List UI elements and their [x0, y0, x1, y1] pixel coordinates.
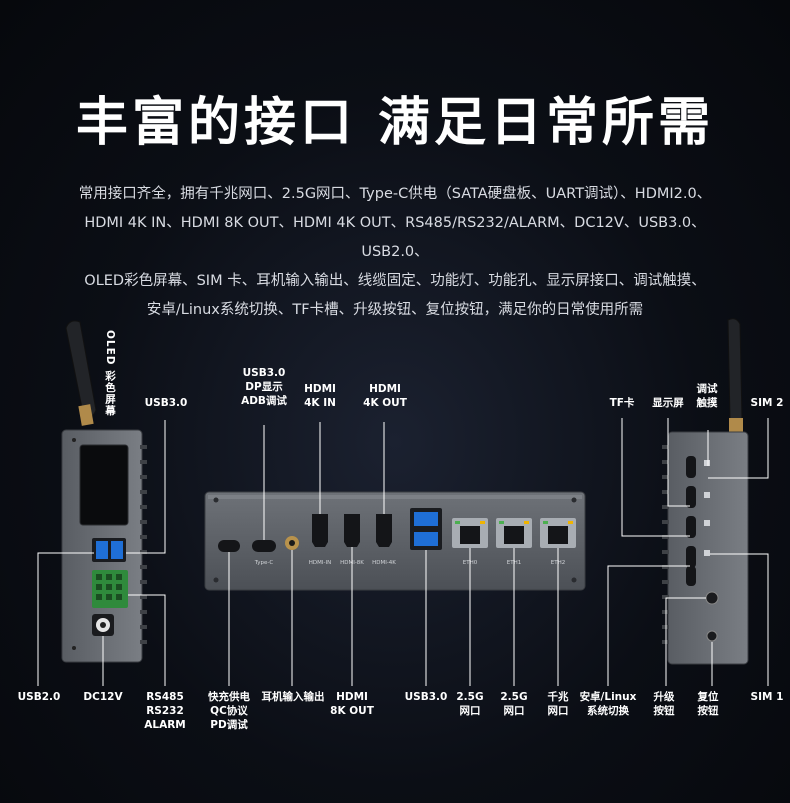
label-hdmi-8k: HDMI 8K OUT	[330, 691, 374, 717]
hdmi-4k-out-port	[376, 514, 392, 547]
label-sim1: SIM 1	[750, 691, 784, 703]
power-button	[218, 540, 240, 552]
label-typec: USB3.0 DP显示 ADB调试	[241, 367, 287, 407]
description-line: 常用接口齐全，拥有千兆网口、2.5G网口、Type-C供电（SATA硬盘板、UA…	[78, 186, 712, 202]
description-line: HDMI 4K IN、HDMI 8K OUT、HDMI 4K OUT、RS485…	[84, 215, 706, 260]
label-sim2: SIM 2	[750, 397, 784, 409]
antenna-left	[65, 320, 97, 419]
upgrade-button	[705, 591, 719, 605]
right-side-device	[662, 318, 749, 665]
label-hdmi-4k-out: HDMI 4K OUT	[363, 383, 407, 409]
label-lan-gbe: 千兆 网口	[547, 691, 569, 717]
typec-port	[252, 540, 276, 552]
front-chassis	[204, 491, 586, 591]
label-usb20: USB2.0	[17, 691, 61, 703]
label-rs485: RS485 RS232 ALARM	[144, 691, 186, 731]
description-line: 安卓/Linux系统切换、TF卡槽、升级按钮、复位按钮，满足你的日常使用所需	[146, 302, 644, 318]
left-side-device	[61, 320, 147, 663]
label-lan-25g-2: 2.5G 网口	[500, 691, 528, 717]
label-os-switch: 安卓/Linux 系统切换	[579, 691, 637, 717]
label-upgrade: 升级 按钮	[653, 691, 675, 717]
label-hdmi-in: HDMI 4K IN	[304, 383, 336, 409]
callout-lines	[37, 418, 769, 686]
label-dc12v: DC12V	[83, 691, 123, 703]
hdmi-in-port	[312, 514, 328, 547]
right-chassis	[667, 431, 749, 665]
label-audio: 耳机输入输出	[261, 691, 325, 703]
label-fast-charge: 快充供电 QC协议 PD调试	[208, 691, 250, 731]
port-print-typec: Type-C	[254, 560, 274, 566]
ethernet-ports	[452, 518, 576, 548]
label-reset: 复位 按钮	[697, 691, 719, 717]
label-display: 显示屏	[652, 397, 684, 409]
hdmi-8k-port	[344, 514, 360, 547]
page-title: 丰富的接口 满足日常所需	[75, 93, 715, 153]
reset-hole	[706, 630, 718, 642]
description-line: OLED彩色屏幕、SIM 卡、耳机输入输出、线缆固定、功能灯、功能孔、显示屏接口…	[84, 273, 706, 289]
port-print-hdmi4k: HDMI-4K	[372, 560, 396, 566]
feature-description: 常用接口齐全，拥有千兆网口、2.5G网口、Type-C供电（SATA硬盘板、UA…	[60, 180, 730, 325]
oled-screen	[79, 444, 129, 526]
label-usb30: USB3.0	[404, 691, 448, 703]
port-print-hdmiin: HDMI-IN	[309, 560, 331, 566]
front-panel-device: Type-C HDMI-IN HDMI-8K HDMI-4K ETH0 ETH1…	[204, 491, 586, 591]
label-usb30-left: USB3.0	[144, 397, 188, 409]
antenna-right	[727, 318, 743, 421]
label-oled: OLED 彩色屏幕	[104, 330, 116, 417]
label-tf: TF卡	[609, 397, 635, 409]
label-debug-touch: 调试 触摸	[696, 383, 718, 409]
label-lan-25g-1: 2.5G 网口	[456, 691, 484, 717]
